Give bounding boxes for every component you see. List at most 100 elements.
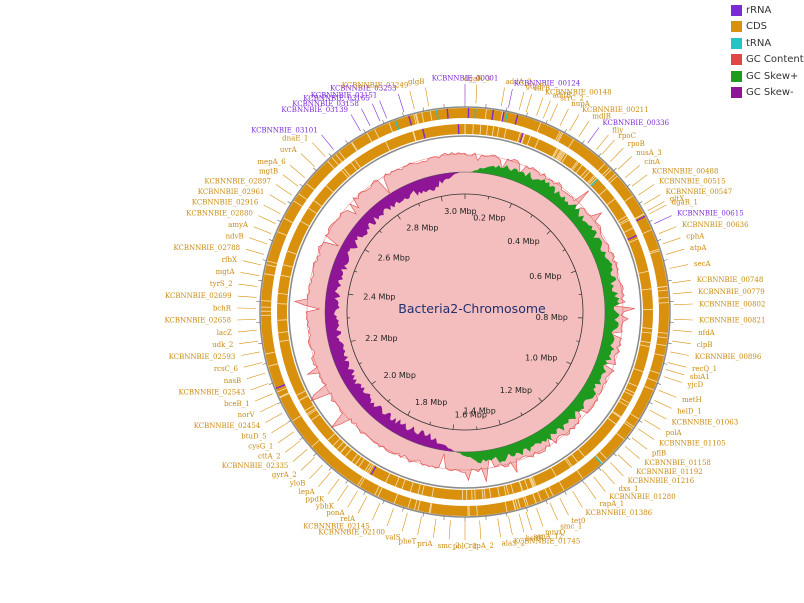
gene-label-connector (321, 134, 334, 150)
gene-label: metH (682, 396, 702, 404)
gene-label-connector (624, 446, 640, 459)
cds-gap (266, 264, 277, 268)
gene-label-connector (649, 409, 667, 420)
cds-gap (589, 177, 598, 186)
gene-label-connector (372, 502, 381, 521)
scale-tick-label: 2.4 Mbp (363, 292, 395, 301)
gene-label-connector (386, 508, 394, 527)
outer-tick (505, 107, 508, 112)
cds-gap (571, 161, 578, 170)
gene-label-connector (501, 87, 505, 107)
gene-label: KCBNNBIE_00001 (432, 75, 499, 83)
cds-gap (366, 463, 373, 473)
cds-gap (521, 133, 526, 144)
cds-gap (566, 457, 573, 467)
gene-label-connector (601, 469, 615, 485)
gene-label: gdpP (526, 83, 544, 91)
outer-tick (382, 119, 385, 124)
gene-label: btuD_5 (241, 433, 266, 441)
legend-label: GC Content (746, 54, 804, 65)
cds-gap (417, 500, 421, 511)
cds-gap (588, 176, 596, 185)
gene-label-connector (263, 204, 281, 215)
scale-tick-label: 2.0 Mbp (384, 371, 416, 380)
outer-tick (262, 259, 267, 261)
scale-tick (350, 339, 356, 342)
outer-tick (382, 500, 385, 505)
outer-tick (313, 167, 317, 171)
cds-gap (489, 488, 492, 499)
cds-gap (633, 368, 644, 373)
cds-gap (528, 477, 534, 488)
gene-label: KCBNNBIE_00896 (695, 353, 762, 361)
outer-tick (648, 402, 653, 405)
cds-gap (343, 168, 351, 177)
rrna-marker (635, 215, 646, 222)
outer-tick (526, 112, 528, 117)
outer-tick (564, 129, 567, 133)
gene-label-connector (654, 215, 672, 224)
outer-tick (313, 453, 317, 457)
gene-label: KCBNNBIE_01192 (636, 468, 703, 476)
gene-label-connector (617, 156, 632, 170)
cds-gap (644, 385, 654, 391)
scale-tick (387, 399, 391, 402)
gene-label: KCBNNBIE_00547 (666, 188, 733, 196)
gene-label: KCBNNBIE_01158 (644, 459, 711, 467)
gene-label: KCBNNBIE_01386 (586, 509, 653, 517)
gene-label: KCBNNBIE_01105 (659, 439, 726, 447)
cds-gap (517, 132, 521, 143)
gene-label-connector (282, 174, 299, 187)
legend-item-gc-skew-neg: GC Skew- (731, 85, 801, 101)
gene-label: mdlB (592, 112, 611, 120)
cds-gap (599, 451, 607, 460)
cds-gap (341, 169, 349, 179)
cds-gap (618, 400, 628, 407)
gene-label-connector (508, 88, 513, 108)
gene-label-connector (543, 100, 551, 119)
cds-gap (483, 488, 486, 499)
gene-label-connector (254, 393, 273, 402)
gene-label-connector (559, 108, 569, 126)
gene-label: rcsC_6 (214, 365, 239, 373)
legend-item-cds: CDS (731, 19, 801, 35)
rrna-marker (491, 109, 495, 120)
gene-label: dgaR_3 (464, 75, 490, 83)
cds-gap (327, 433, 336, 441)
gene-label-connector (425, 87, 429, 107)
gene-label: KCBNNBIE_00821 (699, 317, 766, 325)
cds-gap (555, 131, 561, 141)
cds-gap (474, 489, 476, 500)
gene-label: lepA (299, 488, 316, 496)
cds-gap (553, 148, 559, 158)
cds-gap (517, 498, 521, 509)
cds-gap (358, 458, 365, 468)
outer-tick (564, 491, 567, 495)
scale-tick (487, 196, 490, 200)
cds-gap (476, 505, 478, 516)
trna-marker (594, 455, 603, 465)
scale-tick (348, 293, 354, 296)
trna-marker (590, 178, 599, 187)
legend: rRNA CDS tRNA GC Content GC Skew+ GC Ske… (731, 2, 804, 101)
outer-tick (663, 259, 668, 261)
cds-gap (421, 112, 425, 123)
outer-tick (299, 183, 304, 187)
cds-gap (564, 458, 572, 468)
cds-gap (654, 353, 665, 357)
scale-tick-label: 1.4 Mbp (463, 406, 495, 415)
cds-gap (537, 491, 542, 502)
gene-label-connector (372, 103, 381, 122)
cds-gap (351, 142, 358, 151)
gene-label-connector (549, 103, 558, 122)
scale-tick (418, 203, 420, 207)
cds-gap (393, 493, 399, 504)
cds-gap (606, 198, 616, 206)
cds-gap (556, 132, 563, 142)
cds-gap (306, 408, 316, 415)
outer-tick (422, 512, 425, 517)
cds-gap (415, 113, 420, 124)
cds-gap (620, 397, 630, 404)
gene-label: polA (666, 429, 683, 437)
